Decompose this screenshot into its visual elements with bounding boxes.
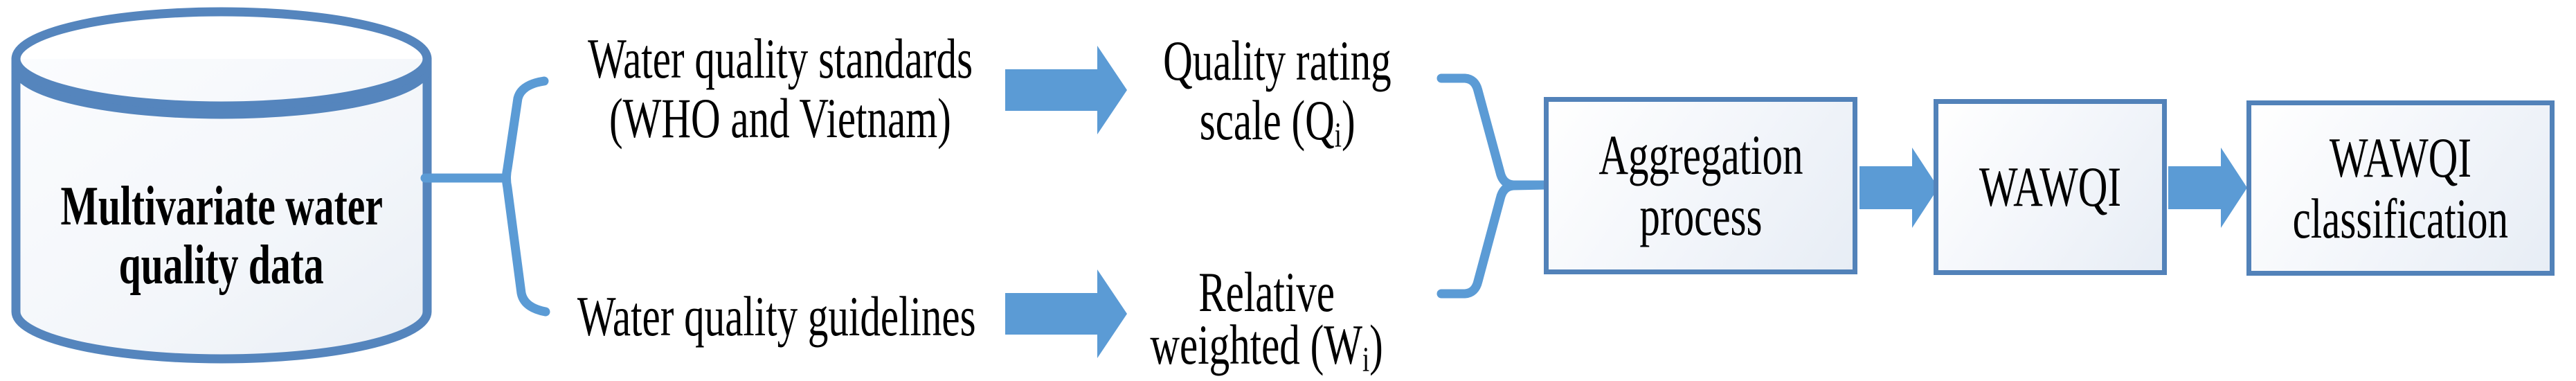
aggregation-process-box: Aggregation process [1544,97,1857,274]
database-label-line2: quality data [118,235,325,296]
guidelines-label: Water quality guidelines [534,287,1019,346]
aggregation-line2: process [1639,184,1763,247]
database-cylinder-icon [11,7,432,364]
standards-label-line2: (WHO and Vietnam) [609,87,951,150]
subscript-i: i [1362,340,1370,380]
right-brace-icon [1436,73,1552,299]
aggregation-line1: Aggregation [1598,123,1803,186]
database-label-line1: Multivariate water [60,176,383,237]
left-brace-icon [502,76,550,317]
subscript-i: i [1334,116,1342,155]
relative-weight-label: Relative weighted (Wi) [1094,260,1440,380]
standards-label-line1: Water quality standards [588,27,973,90]
wawqi-box: WAWQI [1934,99,2167,275]
arrow-guidelines-to-weight-icon [1005,269,1127,358]
wawqi-classification-box: WAWQI classification [2246,100,2555,276]
relative-weight-line2: weighted (Wi) [1150,313,1384,380]
cylinder-lid [11,7,432,111]
quality-rating-label: Quality rating scale (Qi) [1104,29,1450,155]
classification-line2: classification [2292,186,2509,250]
relative-weight-line1: Relative [1198,260,1335,324]
arrow-wawqi-to-classification-icon [2168,148,2247,228]
quality-rating-line2: scale (Qi) [1199,89,1355,155]
classification-line1: WAWQI [2329,125,2472,189]
arrow-aggregation-to-wawqi-icon [1859,148,1938,228]
standards-label: Water quality standards (WHO and Vietnam… [573,29,988,148]
wawqi-label: WAWQI [1979,155,2122,218]
guidelines-label-line1: Water quality guidelines [577,285,976,348]
database-label: Multivariate water quality data [14,177,429,295]
arrow-standards-to-rating-icon [1005,46,1127,134]
quality-rating-line1: Quality rating [1163,29,1391,92]
cylinder-rim-line [11,62,432,119]
